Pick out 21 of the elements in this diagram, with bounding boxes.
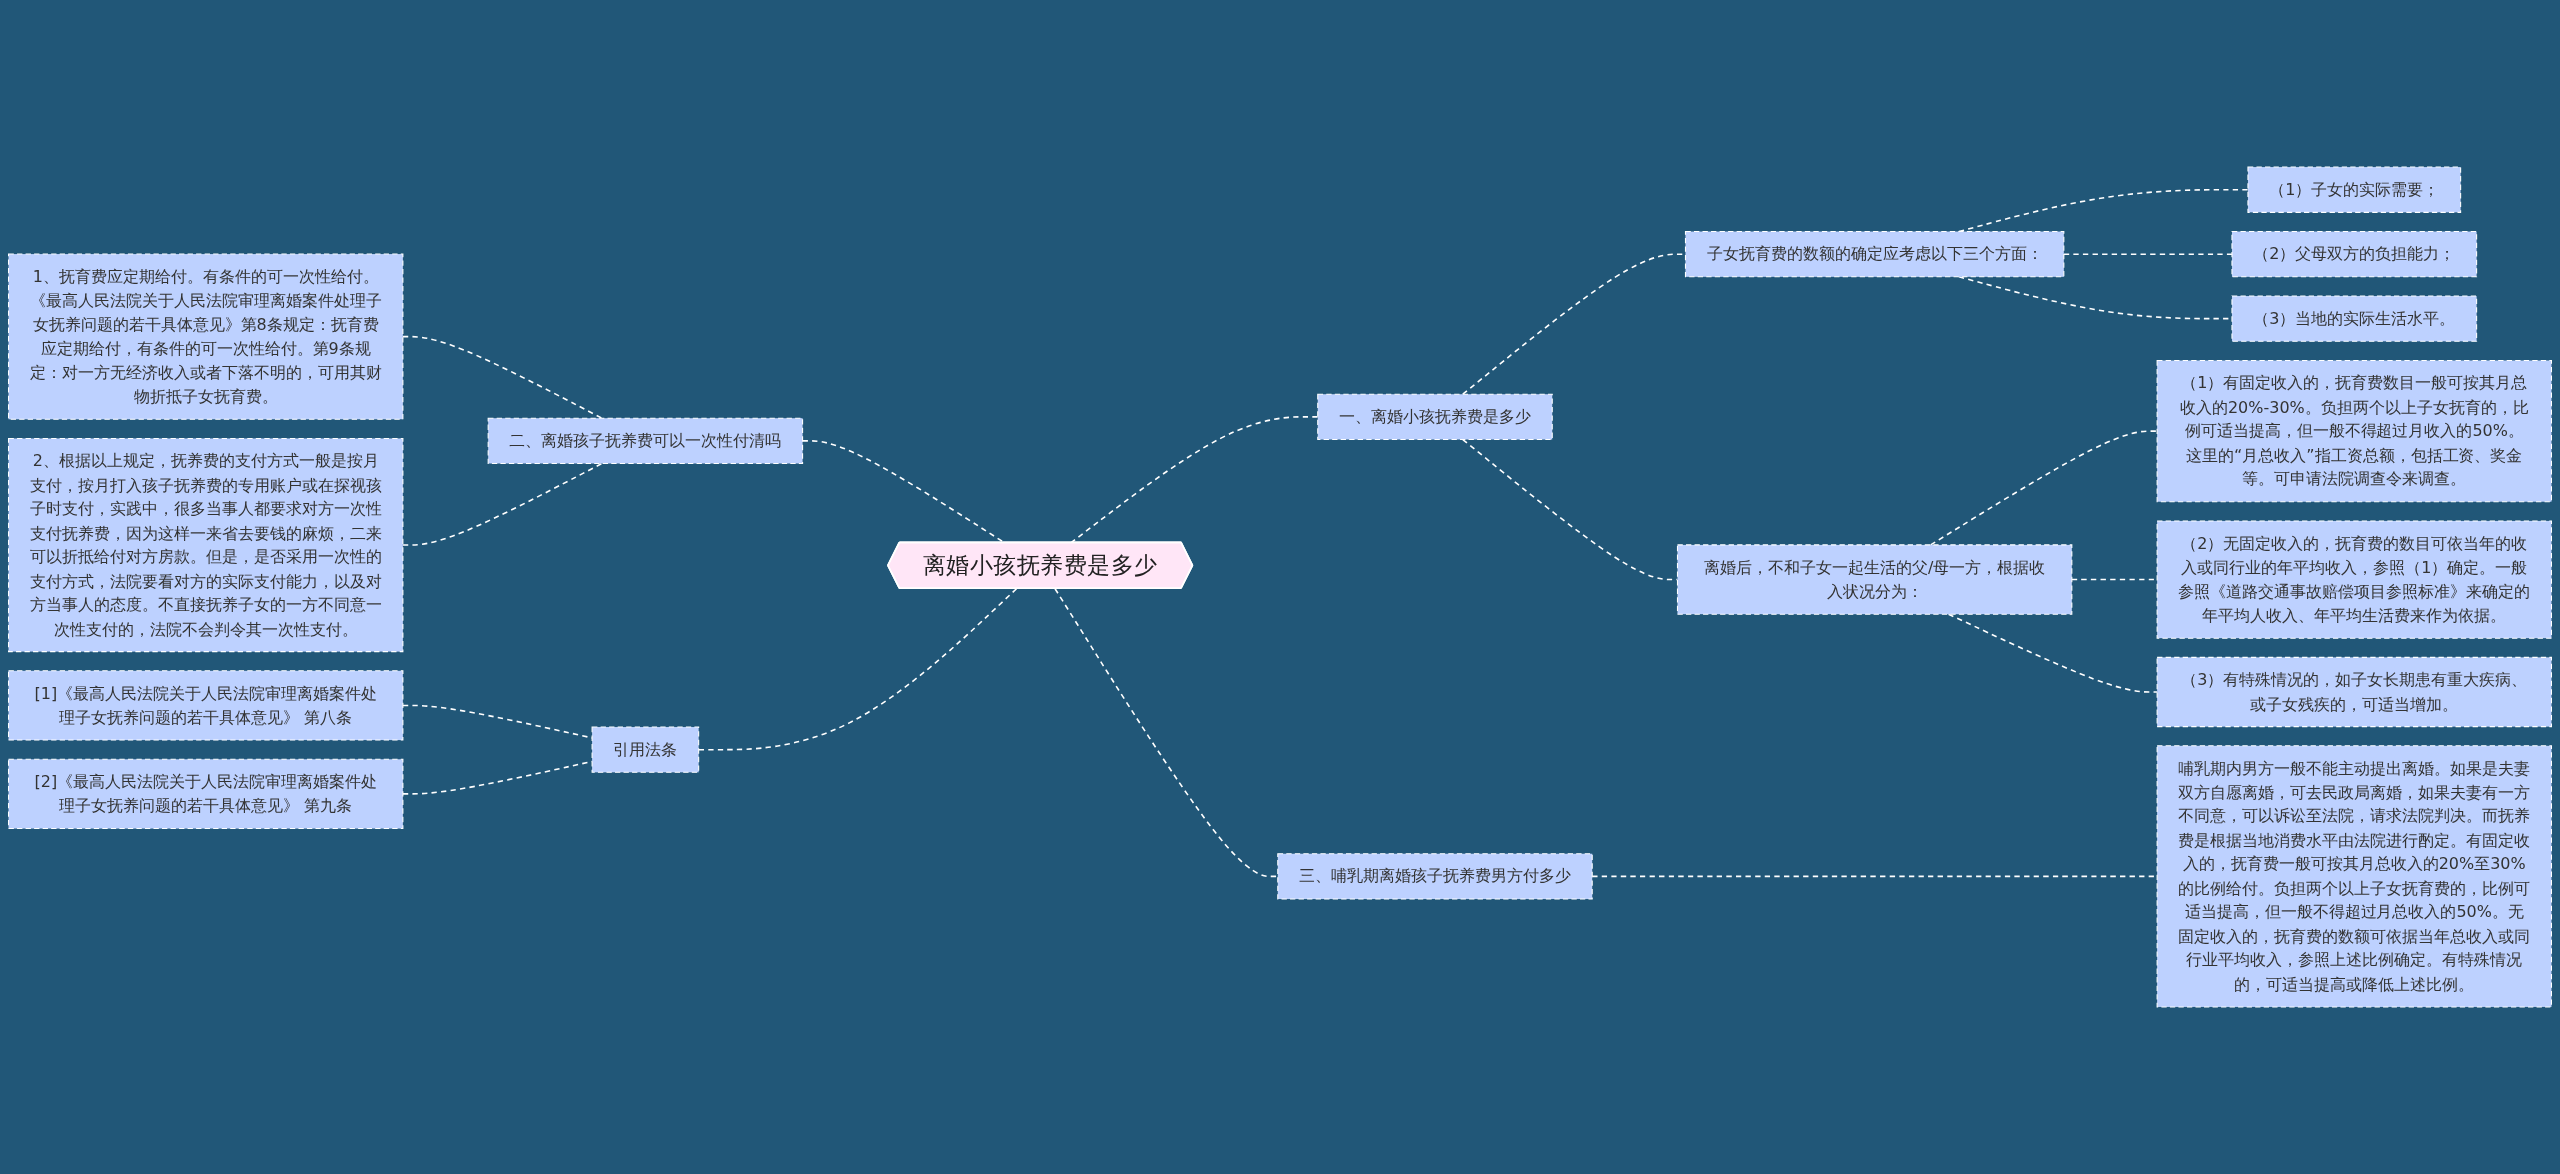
node-box — [1676, 544, 2073, 615]
node-box — [1277, 853, 1593, 900]
connector — [402, 462, 603, 546]
node-box — [2156, 520, 2552, 639]
node-box — [2156, 656, 2552, 728]
connector — [402, 335, 603, 419]
node-box — [487, 417, 804, 465]
node-box — [8, 670, 404, 741]
node-box — [8, 437, 404, 653]
node-box — [2156, 745, 2552, 1008]
node-box — [1317, 393, 1553, 441]
node-box — [8, 758, 404, 830]
connector — [1947, 613, 2158, 693]
node-box — [2231, 295, 2478, 342]
node-box — [1684, 231, 2065, 278]
node-box — [2231, 231, 2478, 278]
connector — [1929, 430, 2158, 546]
node-box — [2247, 166, 2462, 213]
node-box — [8, 253, 404, 420]
node-box — [2156, 359, 2552, 503]
node-box — [591, 726, 700, 773]
